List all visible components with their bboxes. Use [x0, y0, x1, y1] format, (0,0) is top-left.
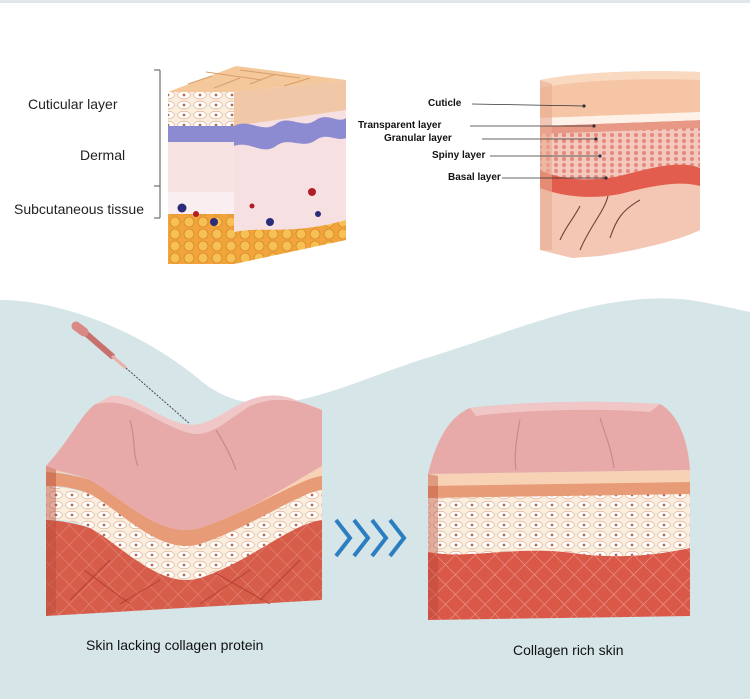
- caption-lacking-collagen: Skin lacking collagen protein: [86, 637, 264, 653]
- syringe-needle: [71, 321, 191, 425]
- label-cuticular-layer: Cuticular layer: [28, 96, 118, 112]
- label-subcutaneous-tissue: Subcutaneous tissue: [14, 201, 144, 217]
- skin-block-lacking: [46, 395, 322, 616]
- label-dermal: Dermal: [80, 147, 126, 163]
- arrow-chevron: [334, 518, 353, 558]
- label-spiny-layer: Spiny layer: [432, 150, 486, 161]
- arrow-chevron: [370, 518, 389, 558]
- skin-cube-left: [168, 66, 346, 264]
- epidermis-block: [540, 71, 700, 258]
- transition-arrows: [334, 518, 407, 558]
- label-cuticle: Cuticle: [428, 98, 462, 109]
- label-granular-layer: Granular layer: [384, 133, 452, 144]
- skin-block-rich: [428, 401, 690, 620]
- arrow-chevron: [352, 518, 371, 558]
- caption-collagen-rich: Collagen rich skin: [513, 642, 624, 658]
- top-border: [0, 0, 750, 3]
- label-basal-layer: Basal layer: [448, 172, 501, 183]
- label-transparent-layer: Transparent layer: [358, 120, 442, 131]
- arrow-chevron: [388, 518, 407, 558]
